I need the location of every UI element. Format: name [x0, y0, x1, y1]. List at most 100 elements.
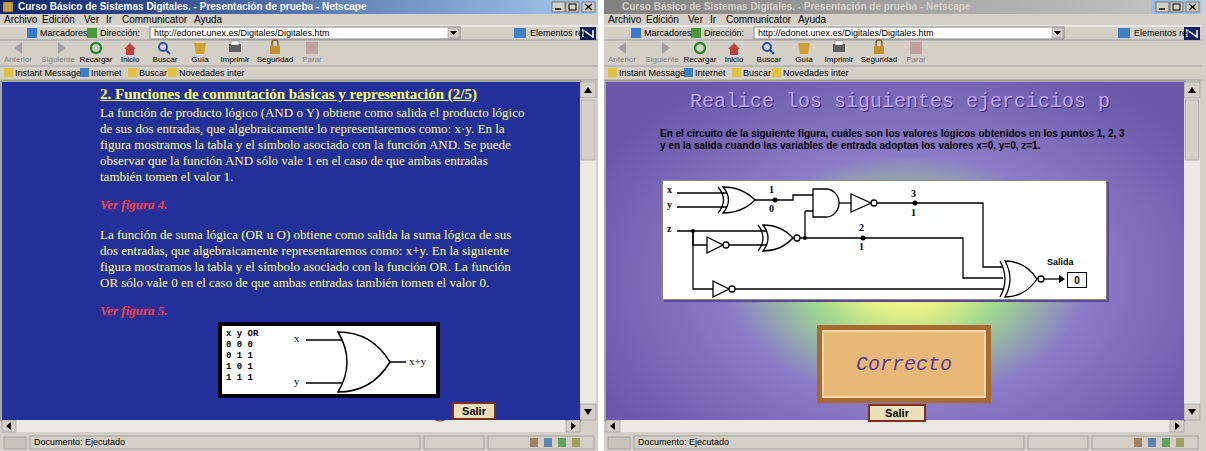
browser-chrome — [1202, 0, 1206, 451]
exit-button: Salir — [868, 404, 926, 422]
address-bar-text: Elementos rel. — [1134, 28, 1192, 38]
truth-table-row: 0 1 1 — [226, 351, 253, 361]
section-heading: 2. Funciones de conmutación básicas y re… — [100, 86, 540, 103]
logic-circuit — [718, 187, 724, 213]
or-gate-symbol — [338, 332, 390, 392]
input-name: y — [667, 199, 672, 210]
logic-circuit — [691, 229, 695, 233]
logic-circuit — [803, 236, 807, 240]
toolbar-button-label: Recargar — [80, 55, 113, 64]
menu-item: Communicator — [122, 14, 187, 25]
truth-table-row: x y OR — [226, 329, 258, 339]
logic-circuit — [861, 236, 866, 241]
browser-window: Realice los siguientes ejercicios p En el… — [604, 0, 1202, 451]
logic-circuit — [713, 281, 729, 297]
toolbar-button-label: Parar — [302, 55, 322, 64]
figure-box: x y OR0 0 00 1 11 0 11 1 1xyx+y — [218, 322, 440, 398]
toolbar-button-label: Guía — [795, 55, 812, 64]
logic-circuit — [763, 225, 793, 251]
browser-chrome — [0, 0, 598, 451]
logic-circuit — [794, 235, 800, 241]
logic-circuit — [723, 242, 729, 248]
toolbar-button-label: Buscar — [153, 55, 178, 64]
address-bar-text: Marcadores — [40, 28, 88, 38]
logic-circuit — [839, 202, 851, 203]
window-title: Curso Básico de Sistemas Digitales. - Pr… — [18, 1, 366, 12]
answer-box: 0 — [1067, 272, 1087, 288]
logic-circuit — [813, 189, 839, 217]
toolbar-button-label: Seguridad — [861, 55, 897, 64]
toolbar-button-label: Siguiente — [645, 55, 678, 64]
logic-circuit — [871, 200, 877, 206]
logic-circuit — [1059, 275, 1065, 283]
toolbar-button-label: Imprimir — [825, 55, 854, 64]
personal-toolbar-item: Buscar — [743, 68, 771, 78]
menu-item: Edición — [42, 14, 75, 25]
logic-circuit — [1005, 261, 1037, 297]
truth-table-row: 1 0 1 — [226, 362, 253, 372]
status-text: Documento: Ejecutado — [34, 437, 125, 447]
question-text: En el circuito de la siguiente figura, c… — [660, 128, 1130, 152]
content-panel: 2. Funciones de conmutación básicas y re… — [2, 82, 580, 420]
personal-toolbar-item: Novedades inter — [179, 68, 245, 78]
menu-item: Ir — [710, 14, 716, 25]
exercise-heading: Realice los siguientes ejercicios p — [690, 90, 1110, 113]
status-text: Documento: Ejecutado — [638, 437, 729, 447]
toolbar-button-label: Parar — [906, 55, 926, 64]
inactive-title-bar — [604, 0, 1151, 14]
personal-toolbar-item: Novedades inter — [783, 68, 849, 78]
output-name: Salida — [1047, 257, 1074, 267]
toolbar-button-label: Inicio — [121, 55, 140, 64]
logic-circuit — [758, 225, 763, 251]
logic-circuit — [1038, 276, 1044, 282]
logic-circuit — [663, 181, 1106, 299]
menu-item: Ver — [688, 14, 703, 25]
personal-toolbar-item: Instant Message — [619, 68, 685, 78]
point-number: 3 — [911, 188, 916, 199]
logic-value: 1 — [911, 207, 916, 218]
menu-item: Archivo — [608, 14, 641, 25]
toolbar-button-label: Anterior — [608, 55, 636, 64]
logic-circuit — [1044, 278, 1059, 279]
menu-item: Ayuda — [194, 14, 222, 25]
menu-item: Ayuda — [798, 14, 826, 25]
toolbar-button-label: Inicio — [725, 55, 744, 64]
toolbar-button-label: Anterior — [4, 55, 32, 64]
personal-toolbar-item: Buscar — [139, 68, 167, 78]
window-title: Curso Básico de Sistemas Digitales. - Pr… — [622, 1, 970, 12]
logic-circuit — [1000, 261, 1005, 297]
point-number: 2 — [859, 222, 864, 233]
paragraph: La función de producto lógico (AND o Y) … — [100, 105, 530, 185]
address-bar-text: Dirección: — [704, 28, 744, 38]
logic-circuit — [677, 231, 767, 245]
toolbar-button-label: Seguridad — [257, 55, 293, 64]
logic-circuit — [707, 237, 723, 253]
toolbar-button-label: Buscar — [757, 55, 782, 64]
logic-circuit — [913, 201, 918, 206]
address-bar-text: http://edonet.unex.es/Digitales/Digitale… — [758, 28, 934, 38]
logic-circuit — [800, 238, 1003, 278]
toolbar-button-label: Guía — [191, 55, 208, 64]
input-name: z — [667, 223, 671, 234]
personal-toolbar-item: Instant Message — [15, 68, 81, 78]
result-box: Correcto — [817, 325, 991, 403]
address-bar-text: http://edonet.unex.es/Digitales/Digitale… — [154, 28, 330, 38]
logic-value: 0 — [769, 203, 774, 214]
exit-button: Salir — [452, 402, 496, 420]
logic-circuit — [877, 203, 1003, 267]
logic-circuit — [691, 198, 918, 241]
truth-table-row: 1 1 1 — [226, 373, 253, 383]
button-label: Salir — [462, 405, 486, 417]
menu-item: Communicator — [726, 14, 791, 25]
truth-table-row: 0 0 0 — [226, 340, 253, 350]
address-bar-text: Dirección: — [100, 28, 140, 38]
browser-chrome — [604, 0, 1202, 451]
menu-item: Archivo — [4, 14, 37, 25]
circuit-figure: xy1031z21Salida0 — [662, 180, 1107, 300]
menu-item: Edición — [646, 14, 679, 25]
address-bar-text: Marcadores — [644, 28, 692, 38]
logic-circuit — [851, 194, 871, 212]
menu-item: Ir — [106, 14, 112, 25]
logic-circuit — [729, 286, 735, 292]
address-bar-text: Elementos rel. — [530, 28, 588, 38]
